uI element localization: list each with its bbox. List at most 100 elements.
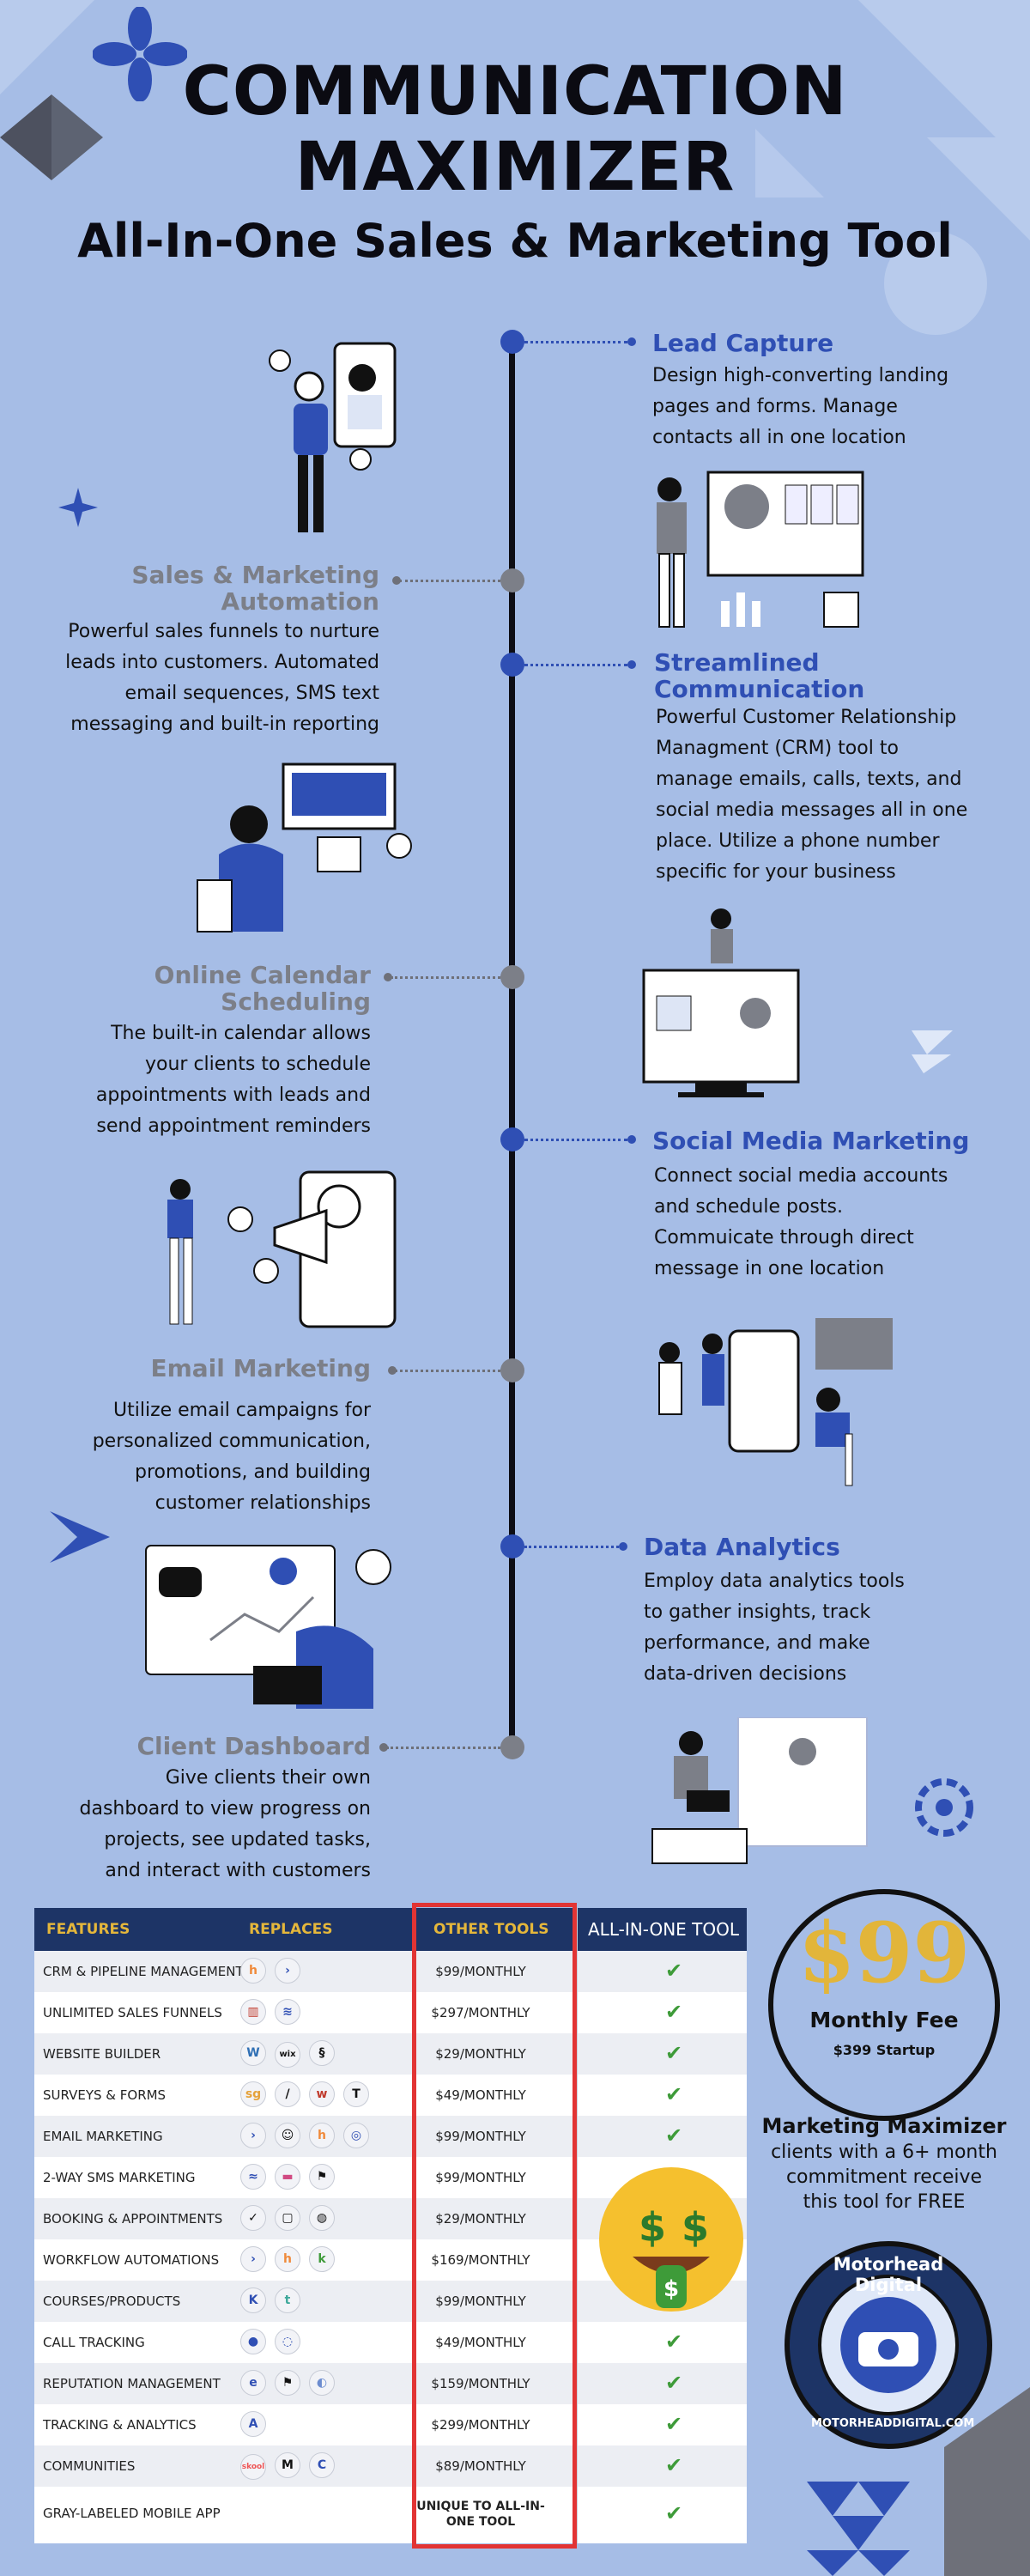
- illustration-person-at-computer: [197, 762, 412, 933]
- replaced-tool-logos: h›: [240, 1958, 309, 1985]
- desc-line: pages and forms. Manage: [652, 396, 898, 417]
- location-pin-icon: ●: [240, 2329, 266, 2354]
- connector-end: [627, 1135, 636, 1144]
- feature-title-dashboard: Client Dashboard: [136, 1732, 371, 1760]
- timeline-line: [509, 339, 515, 1747]
- desc-line: Utilize email campaigns for: [113, 1400, 371, 1421]
- timeline-dot-social: [500, 1127, 524, 1151]
- connector-lead-capture: [524, 341, 627, 343]
- feature-desc-calendar: The built-in calendar allows your client…: [34, 1018, 371, 1142]
- price-cell: $89/MONTHLY: [435, 2458, 526, 2474]
- feature-cell: SURVEYS & FORMS: [43, 2087, 167, 2103]
- desc-line: email sequences, SMS text: [124, 683, 379, 704]
- promo-line: commitment receive: [785, 2166, 983, 2188]
- birdeye-icon: e: [240, 2370, 266, 2396]
- ornament-icon: [915, 1778, 973, 1837]
- startup-fee-label: $399 Startup: [833, 2042, 936, 2058]
- desc-line: contacts all in one location: [652, 427, 906, 448]
- promo-line: this tool for FREE: [803, 2191, 966, 2213]
- hubspot-icon: h: [275, 2246, 300, 2272]
- arrow-logo-icon: ›: [275, 1958, 300, 1984]
- desc-line: Managment (CRM) tool to: [656, 738, 899, 759]
- desc-line: Give clients their own: [165, 1767, 371, 1789]
- sparkle-icon: [58, 488, 98, 527]
- table-row: CALL TRACKING ●◌ $49/MONTHLY ✔: [34, 2322, 747, 2363]
- illustration-person-with-tablet: [269, 342, 397, 532]
- title-line: Online Calendar: [154, 961, 371, 989]
- price-cell: $99/MONTHLY: [435, 2129, 526, 2144]
- illustration-analytics-board: [657, 471, 864, 628]
- connector-dashboard: [386, 1747, 500, 1749]
- price-cell: UNIQUE TO ALL-IN- ONE TOOL: [412, 2499, 549, 2530]
- motorhead-digital-logo: [785, 2241, 992, 2449]
- illustration-chatbot-analytics: [145, 1545, 391, 1709]
- connector-streamlined: [524, 664, 627, 666]
- desc-line: specific for your business: [656, 861, 896, 883]
- feature-cell: WEBSITE BUILDER: [43, 2046, 161, 2062]
- timeline-dot-email: [500, 1358, 524, 1382]
- promo-desc: clients with a 6+ month commitment recei…: [755, 2140, 1013, 2215]
- desc-line: manage emails, calls, texts, and: [656, 769, 962, 790]
- grade-us-icon: ◐: [309, 2370, 335, 2396]
- price-cell: $99/MONTHLY: [435, 1964, 526, 1979]
- feature-cell: TRACKING & ANALYTICS: [43, 2417, 197, 2433]
- desc-line: message in one location: [654, 1258, 885, 1279]
- feature-cell: 2-WAY SMS MARKETING: [43, 2170, 196, 2185]
- connector-end: [627, 337, 636, 346]
- feature-desc-analytics: Employ data analytics tools to gather in…: [644, 1566, 905, 1690]
- replaced-tool-logos: ▥≋: [240, 1999, 309, 2026]
- desc-line: personalized communication,: [92, 1431, 371, 1452]
- desc-line: and interact with customers: [105, 1860, 371, 1881]
- desc-line: place. Utilize a phone number: [656, 830, 940, 852]
- desc-line: Powerful Customer Relationship: [656, 707, 957, 728]
- kajabi-icon: K: [240, 2287, 266, 2313]
- connector-end: [392, 576, 401, 585]
- header-features: FEATURES: [46, 1921, 130, 1938]
- desc-line: dashboard to view progress on: [79, 1798, 371, 1820]
- table-row: TRACKING & ANALYTICS A $299/MONTHLY ✔: [34, 2404, 747, 2445]
- promo-line: clients with a 6+ month: [771, 2142, 997, 2163]
- desc-line: data-driven decisions: [644, 1663, 847, 1685]
- flag-icon: ⚑: [309, 2164, 335, 2190]
- feature-cell: GRAY-LABELED MOBILE APP: [43, 2506, 221, 2521]
- table-header-row: FEATURES REPLACES OTHER TOOLS ALL-IN-ONE…: [34, 1908, 747, 1951]
- desc-line: performance, and make: [644, 1632, 870, 1654]
- funnel-tool-icon: ▥: [240, 1999, 266, 2025]
- desc-line: The built-in calendar allows: [111, 1023, 371, 1044]
- podium-icon: ⚑: [275, 2370, 300, 2396]
- replaced-tool-logos: e ⚑ ◐: [240, 2370, 343, 2397]
- wufoo-icon: w: [309, 2081, 335, 2107]
- illustration-social-commerce: [658, 1318, 893, 1486]
- feature-desc-email: Utilize email campaigns for personalized…: [34, 1395, 371, 1519]
- desc-line: appointments with leads and: [95, 1084, 371, 1106]
- replaced-tool-logos: ›☺h◎: [240, 2123, 378, 2150]
- feature-title-analytics: Data Analytics: [644, 1533, 840, 1561]
- desc-line: customer relationships: [154, 1492, 371, 1514]
- timeline-dot-calendar: [500, 965, 524, 989]
- calendar-icon: ▢: [275, 2205, 300, 2231]
- svg-text:$: $: [682, 2204, 709, 2251]
- arrow-logo-icon: ›: [240, 2246, 266, 2272]
- mailchimp-icon: ☺: [275, 2123, 300, 2148]
- feature-cell: UNLIMITED SALES FUNNELS: [43, 2005, 222, 2020]
- timeline-dot-dashboard: [500, 1735, 524, 1759]
- feature-title-sales-automation: Sales & Marketing Automation: [52, 562, 379, 615]
- skool-icon: skool: [240, 2454, 266, 2480]
- table-row: CRM & PIPELINE MANAGEMENT h› $99/MONTHLY…: [34, 1951, 747, 1992]
- feature-title-email: Email Marketing: [150, 1354, 371, 1382]
- title-line: Streamlined: [654, 648, 820, 677]
- acuity-icon: ◍: [309, 2205, 335, 2231]
- replaced-tool-logos: ✓▢◍: [240, 2205, 343, 2233]
- feature-cell: COMMUNITIES: [43, 2458, 136, 2474]
- connector-end: [388, 1366, 397, 1375]
- feature-cell: EMAIL MARKETING: [43, 2129, 163, 2144]
- hubspot-icon: h: [240, 1958, 266, 1984]
- price-cell: $299/MONTHLY: [431, 2417, 530, 2433]
- squarespace-icon: §: [309, 2040, 335, 2066]
